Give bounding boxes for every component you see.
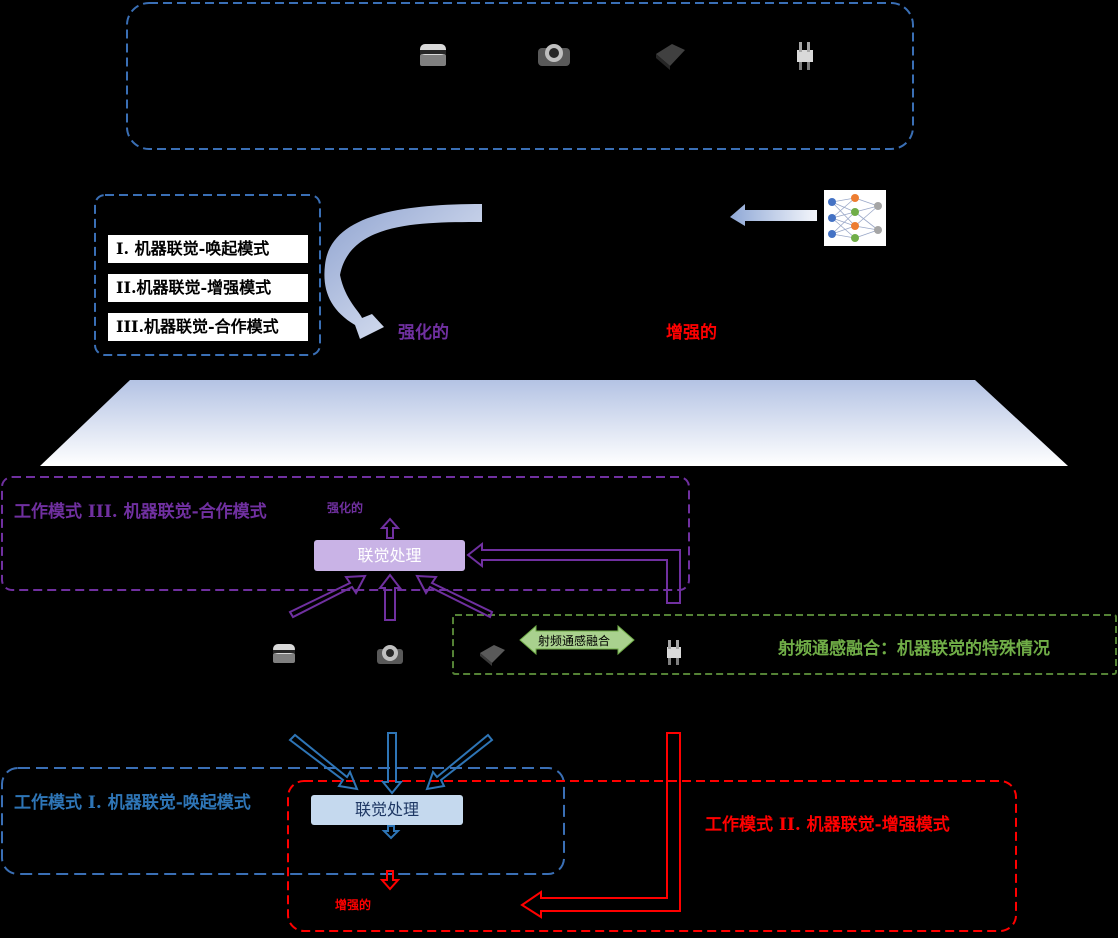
mode3-frame bbox=[1, 476, 690, 591]
mode3-process-box: 联觉处理 bbox=[314, 540, 465, 571]
mode1-input-arrows bbox=[288, 732, 494, 840]
mode-item-enhance: II.机器联觉-增强模式 bbox=[108, 274, 308, 302]
arrow-left-up bbox=[288, 574, 367, 619]
radar-module-icon bbox=[656, 44, 685, 70]
left-arrow bbox=[730, 204, 817, 226]
camera-icon bbox=[377, 645, 403, 664]
mode1-title: 工作模式 I. 机器联觉-唤起模式 bbox=[14, 793, 251, 813]
enhanced-label-red: 增强的 bbox=[666, 323, 717, 343]
sensor-panel-frame bbox=[126, 2, 914, 150]
mode2-frame bbox=[287, 780, 1017, 932]
modes-panel-frame bbox=[94, 194, 321, 356]
lidar-icon bbox=[420, 44, 446, 66]
rf-fusion-frame bbox=[452, 614, 1117, 675]
arrow-right-up bbox=[415, 574, 494, 619]
platform-trapezoid bbox=[40, 380, 1068, 466]
camera-icon bbox=[538, 44, 570, 66]
arrow-left-down bbox=[288, 733, 359, 791]
arrow-red-feedback bbox=[520, 732, 681, 919]
arrow-red-down bbox=[379, 870, 401, 891]
rf-fusion-arrow-label: 射频通感融合 bbox=[538, 634, 611, 648]
mode2-output-label: 增强的 bbox=[335, 898, 372, 912]
rf-fusion-double-arrow bbox=[519, 624, 635, 656]
mode1-frame bbox=[1, 767, 565, 875]
arrow-mid-up bbox=[377, 573, 403, 621]
mode2-arrows bbox=[379, 732, 681, 919]
rf-antenna-icon bbox=[667, 640, 681, 665]
mode-item-evoke: I. 机器联觉-唤起模式 bbox=[108, 235, 308, 263]
lidar-icon bbox=[273, 644, 295, 663]
mode-item-cooperate: III.机器联觉-合作模式 bbox=[108, 313, 308, 341]
curved-arrow bbox=[324, 204, 482, 339]
arrow-feedback bbox=[466, 541, 681, 604]
mode1-process-box: 联觉处理 bbox=[311, 795, 463, 825]
neural-network-icon bbox=[824, 190, 886, 246]
mode3-title: 工作模式 III. 机器联觉-合作模式 bbox=[14, 502, 267, 522]
arrow-output-up bbox=[379, 517, 401, 539]
arrow-output-down bbox=[381, 825, 401, 840]
arrow-mid-down bbox=[380, 732, 404, 795]
arrow-right-down bbox=[425, 733, 494, 791]
rf-fusion-title: 射频通感融合：机器联觉的特殊情况 bbox=[778, 639, 1050, 659]
mode2-title: 工作模式 II. 机器联觉-增强模式 bbox=[705, 815, 950, 835]
rf-antenna-icon bbox=[797, 42, 813, 70]
mode3-input-arrows bbox=[288, 517, 681, 621]
radar-module-icon bbox=[480, 645, 505, 666]
mode3-output-label: 强化的 bbox=[327, 501, 364, 515]
enhanced-label-purple: 强化的 bbox=[398, 323, 449, 343]
